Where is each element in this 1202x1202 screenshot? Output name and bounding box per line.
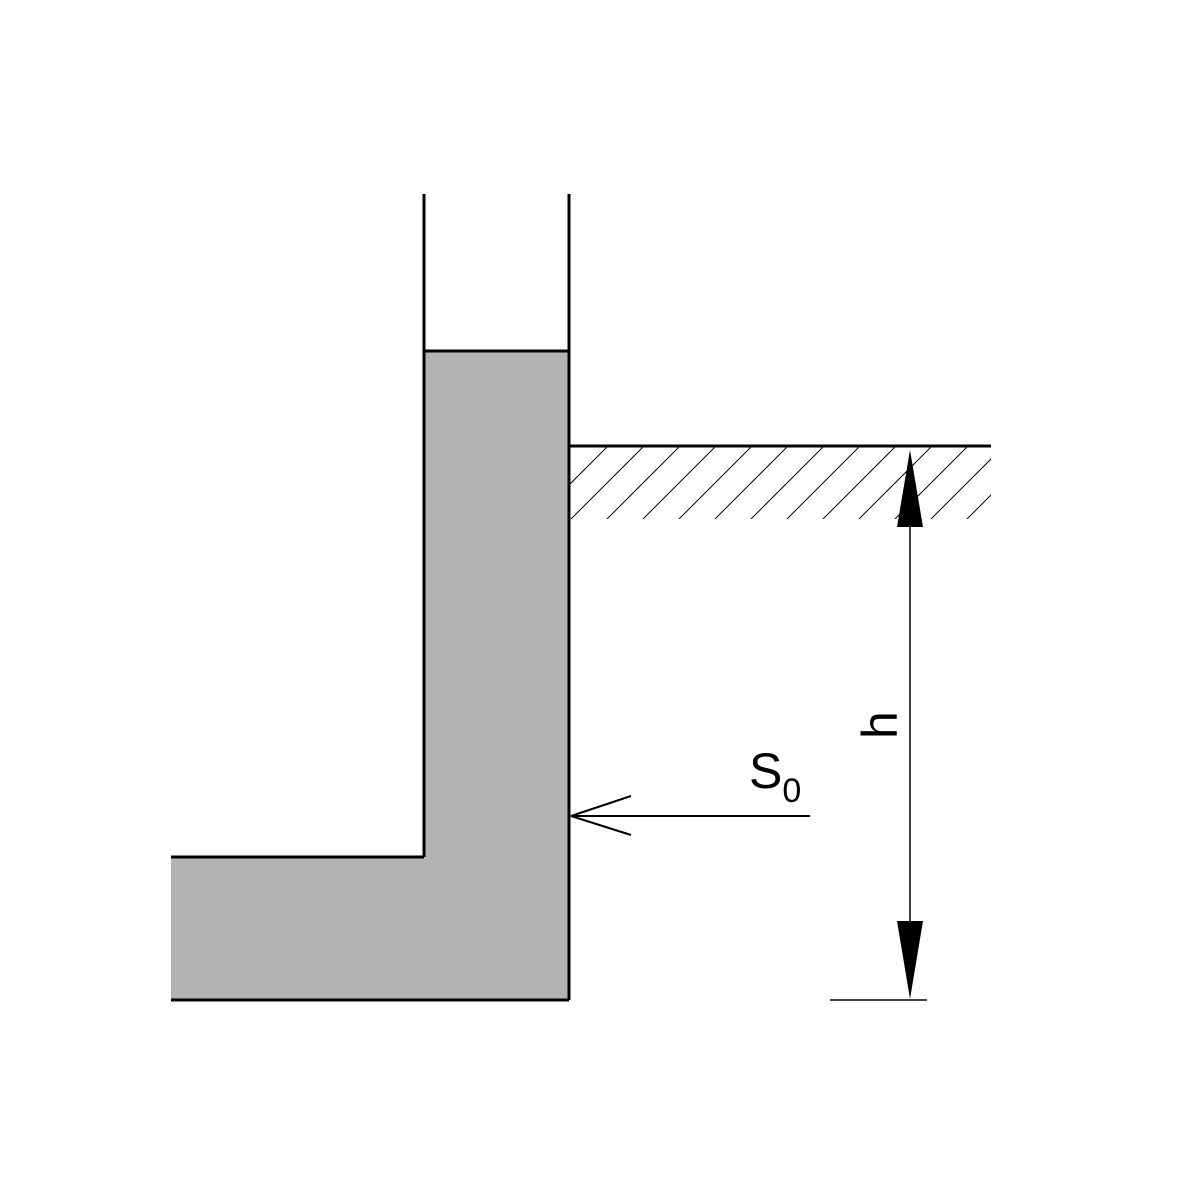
wall-outline <box>171 194 571 1002</box>
height-label: h <box>852 711 908 739</box>
hatch-line <box>678 447 752 519</box>
hatch-line <box>642 447 716 519</box>
hatch-line <box>1003 447 1075 519</box>
hatch-line <box>822 447 896 519</box>
hatch-line <box>570 447 644 519</box>
hatch-line <box>606 447 680 519</box>
retaining-wall <box>171 351 569 1000</box>
force-arrow-s0 <box>570 795 810 836</box>
hatch-line <box>750 447 824 519</box>
hatch-line <box>858 447 932 519</box>
dimension-arrowhead-up <box>897 450 923 527</box>
dimension-arrowhead-down <box>897 921 923 999</box>
hatch-line <box>966 494 991 519</box>
height-dimension <box>830 450 927 1001</box>
hatch-line <box>930 458 991 519</box>
soil-hatching <box>570 447 1111 519</box>
hatch-line <box>1039 447 1111 519</box>
hatch-line <box>570 447 608 485</box>
force-label: S0 <box>749 743 801 810</box>
hatch-line <box>714 447 788 519</box>
hatch-line <box>786 447 860 519</box>
